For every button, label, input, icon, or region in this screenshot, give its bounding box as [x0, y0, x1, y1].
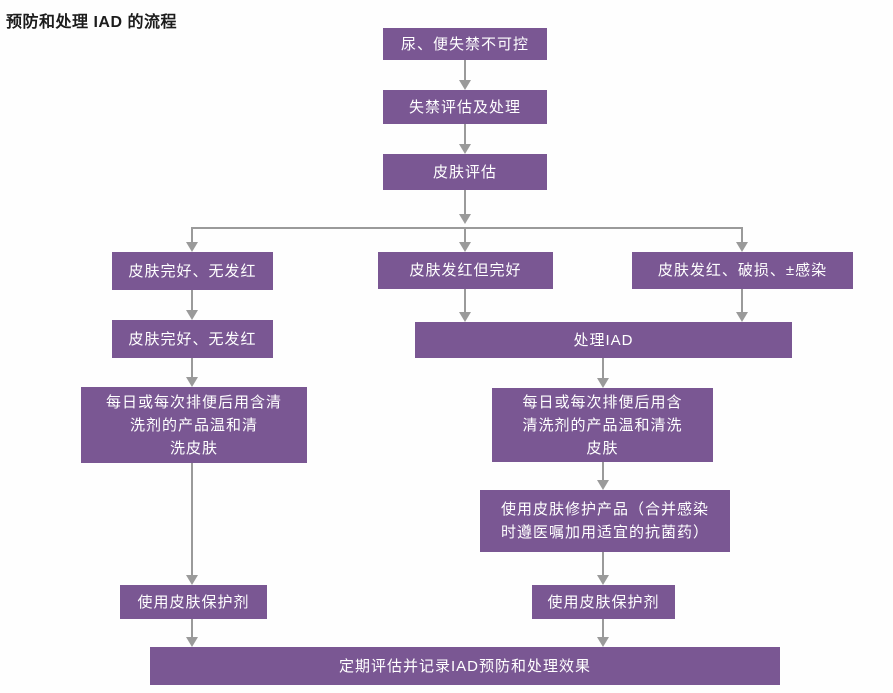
node-gentle-cleanse-left-line3: 洗皮肤 — [169, 439, 218, 457]
node-gentle-cleanse-right: 每日或每次排便后用含 清洗剂的产品温和清洗 皮肤 — [492, 388, 713, 462]
page-title: 预防和处理 IAD 的流程 — [6, 14, 177, 31]
connector-line — [191, 619, 193, 638]
node-incontinence-assessment: 失禁评估及处理 — [383, 90, 547, 124]
node-gentle-cleanse-left-line2: 洗剂的产品温和清 — [129, 416, 258, 434]
arrow-down-icon — [186, 575, 198, 585]
arrow-down-icon — [597, 637, 609, 647]
connector-line — [602, 619, 604, 638]
arrow-down-icon — [459, 144, 471, 154]
node-gentle-cleanse-left: 每日或每次排便后用含清 洗剂的产品温和清 洗皮肤 — [81, 387, 307, 463]
node-skin-protectant-right: 使用皮肤保护剂 — [532, 585, 675, 619]
arrow-down-icon — [597, 480, 609, 490]
arrow-down-icon — [597, 575, 609, 585]
node-skin-intact-confirm: 皮肤完好、无发红 — [112, 320, 273, 358]
arrow-down-icon — [459, 80, 471, 90]
connector-line — [464, 190, 466, 215]
node-periodic-evaluation-record: 定期评估并记录IAD预防和处理效果 — [150, 647, 780, 685]
node-skin-repair-line2: 时遵医嘱加用适宜的抗菌药） — [500, 524, 709, 541]
arrow-down-icon — [736, 312, 748, 322]
connector-line — [602, 358, 604, 379]
arrow-down-icon — [186, 310, 198, 320]
node-gentle-cleanse-left-line1: 每日或每次排便后用含清 — [105, 393, 282, 411]
connector-line — [191, 358, 193, 378]
node-gentle-cleanse-right-line3: 皮肤 — [586, 439, 619, 457]
arrow-down-icon — [459, 242, 471, 252]
connector-line — [191, 227, 743, 229]
connector-line — [464, 227, 466, 243]
arrow-down-icon — [186, 242, 198, 252]
node-skin-repair-products: 使用皮肤修护产品（合并感染 时遵医嘱加用适宜的抗菌药） — [480, 490, 730, 552]
arrow-down-icon — [459, 214, 471, 224]
node-skin-red-broken-infection: 皮肤发红、破损、±感染 — [632, 252, 853, 289]
connector-line — [464, 289, 466, 313]
connector-line — [464, 60, 466, 81]
node-treat-iad: 处理IAD — [415, 322, 792, 358]
connector-line — [464, 124, 466, 145]
arrow-down-icon — [186, 637, 198, 647]
node-incontinence-uncontrollable: 尿、便失禁不可控 — [383, 28, 547, 60]
node-skin-intact-no-redness: 皮肤完好、无发红 — [112, 252, 273, 290]
arrow-down-icon — [597, 378, 609, 388]
connector-line — [191, 463, 193, 576]
connector-line — [741, 289, 743, 313]
connector-line — [602, 462, 604, 481]
node-gentle-cleanse-right-line1: 每日或每次排便后用含 — [522, 393, 683, 411]
arrow-down-icon — [186, 377, 198, 387]
node-skin-protectant-left: 使用皮肤保护剂 — [120, 585, 267, 619]
arrow-down-icon — [459, 312, 471, 322]
node-gentle-cleanse-right-line2: 清洗剂的产品温和清洗 — [522, 416, 683, 434]
node-skin-assessment: 皮肤评估 — [383, 154, 547, 190]
connector-line — [191, 227, 193, 243]
connector-line — [741, 227, 743, 243]
connector-line — [602, 552, 604, 576]
arrow-down-icon — [736, 242, 748, 252]
node-skin-red-but-intact: 皮肤发红但完好 — [378, 252, 553, 289]
connector-line — [191, 290, 193, 311]
node-skin-repair-line1: 使用皮肤修护产品（合并感染 — [500, 501, 709, 518]
